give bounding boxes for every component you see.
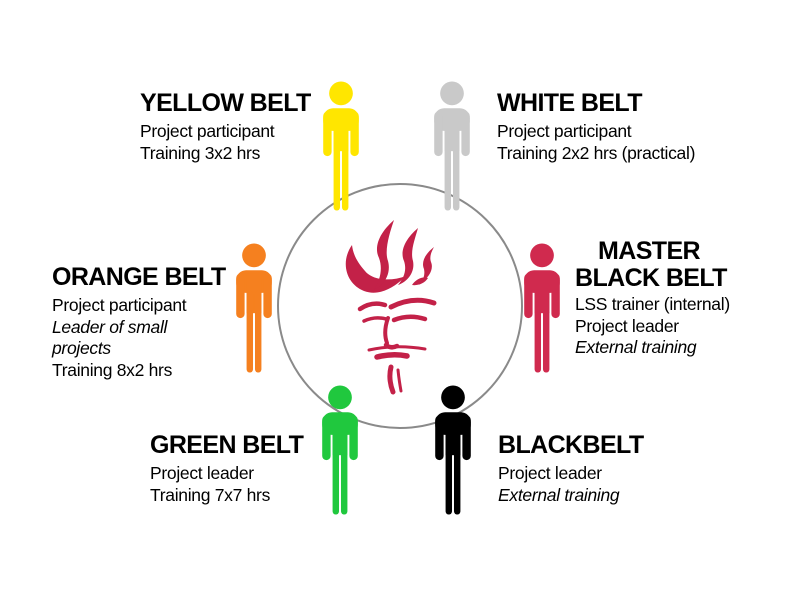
belt-line: External training: [575, 337, 697, 357]
belt-line: projects: [52, 338, 111, 358]
belt-line: Leader of small: [52, 316, 168, 337]
yellow-belt-person-icon: [316, 81, 366, 212]
green-belt-person-icon: [315, 385, 365, 516]
logo-flames: [345, 220, 434, 293]
belt-name: BLACKBELT: [498, 431, 644, 459]
belt-line: Project participant: [52, 295, 187, 315]
belt-line: Project leader: [575, 315, 679, 336]
yellow-belt-label: YELLOW BELT Project participant Training…: [140, 90, 311, 164]
belt-name: WHITE BELT: [497, 89, 643, 117]
belt-line: Training 3x2 hrs: [140, 142, 261, 163]
master-black-belt-person-icon: [517, 243, 567, 374]
belt-name: GREEN BELT: [150, 431, 304, 459]
white-belt-label: WHITE BELT Project participant Training …: [497, 90, 695, 164]
flame-face-logo-icon: [345, 220, 437, 395]
belt-line: Project leader: [150, 463, 254, 483]
orange-belt-label: ORANGE BELT Project participant Leader o…: [52, 264, 226, 381]
orange-belt-person-icon: [229, 243, 279, 374]
belt-line: Project participant: [140, 121, 275, 141]
logo-face: [357, 297, 437, 395]
belt-line: Training 7x7 hrs: [150, 484, 271, 505]
black-belt-person-icon: [428, 385, 478, 516]
belt-line: LSS trainer (internal): [575, 294, 730, 314]
belt-line: Training 8x2 hrs: [52, 359, 173, 380]
black-belt-label: BLACKBELT Project leader External traini…: [498, 432, 644, 506]
white-belt-person-icon: [427, 81, 477, 212]
belt-name: YELLOW BELT: [140, 89, 311, 117]
belt-name: MASTER BLACK BELT: [575, 237, 727, 292]
green-belt-label: GREEN BELT Project leader Training 7x7 h…: [150, 431, 304, 506]
belt-line: External training: [498, 484, 620, 505]
circle-outline: [277, 183, 523, 429]
belt-line: Project leader: [498, 463, 602, 483]
belt-line: Training 2x2 hrs (practical): [497, 142, 696, 163]
master-black-belt-label: MASTER BLACK BELT LSS trainer (internal)…: [575, 238, 730, 359]
belt-name: ORANGE BELT: [52, 263, 226, 291]
belt-line: Project participant: [497, 121, 632, 141]
center-circle-ring: [277, 183, 523, 429]
